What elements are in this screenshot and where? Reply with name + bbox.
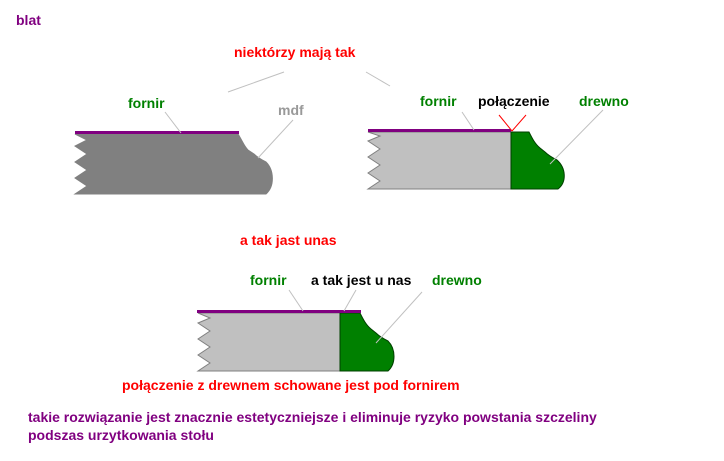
left-veneer-label: fornir <box>128 95 165 111</box>
right-wood-label: drewno <box>579 93 629 109</box>
leader-bottom-wood <box>375 291 423 344</box>
leader-right-fornir <box>461 111 475 131</box>
veneer-strip <box>197 310 361 313</box>
light-core <box>366 131 512 190</box>
light-core <box>196 312 341 372</box>
veneer-strip <box>368 129 511 132</box>
bottom-wood-label: drewno <box>432 272 482 288</box>
conclusion-line-1: takie rozwiązanie jest znacznie estetycz… <box>28 409 597 425</box>
leader-bottom-joint <box>343 289 357 312</box>
veneer-strip <box>75 131 239 134</box>
page-title: blat <box>16 12 41 28</box>
mdf-core <box>73 133 273 195</box>
leader-left-mdf <box>257 119 294 159</box>
leader-right-wood <box>549 109 604 165</box>
heading-some-have: niektórzy mają tak <box>234 44 356 60</box>
conclusion-line-2: podszas urzytkowania stołu <box>28 427 214 443</box>
wood-edge <box>339 312 395 372</box>
leader-right-joint-b <box>511 114 527 132</box>
heading-leader-left <box>227 71 285 93</box>
left-core-label: mdf <box>278 102 304 118</box>
board-wood-edge-hidden <box>196 310 395 372</box>
heading-ours: a tak jast unas <box>240 232 337 248</box>
heading-leader-right <box>365 71 391 87</box>
wood-edge <box>510 131 565 190</box>
leader-left-fornir <box>164 111 182 134</box>
bottom-veneer-label: fornir <box>250 272 287 288</box>
bottom-joint-label: a tak jest u nas <box>311 272 412 288</box>
board-mdf-only <box>73 131 273 195</box>
right-joint-label: połączenie <box>478 93 550 109</box>
board-wood-edge-exposed <box>366 129 565 190</box>
right-veneer-label: fornir <box>420 93 457 109</box>
leader-right-joint-a <box>498 114 513 132</box>
bottom-caption: połączenie z drewnem schowane jest pod f… <box>122 377 460 393</box>
leader-bottom-fornir <box>288 289 304 312</box>
